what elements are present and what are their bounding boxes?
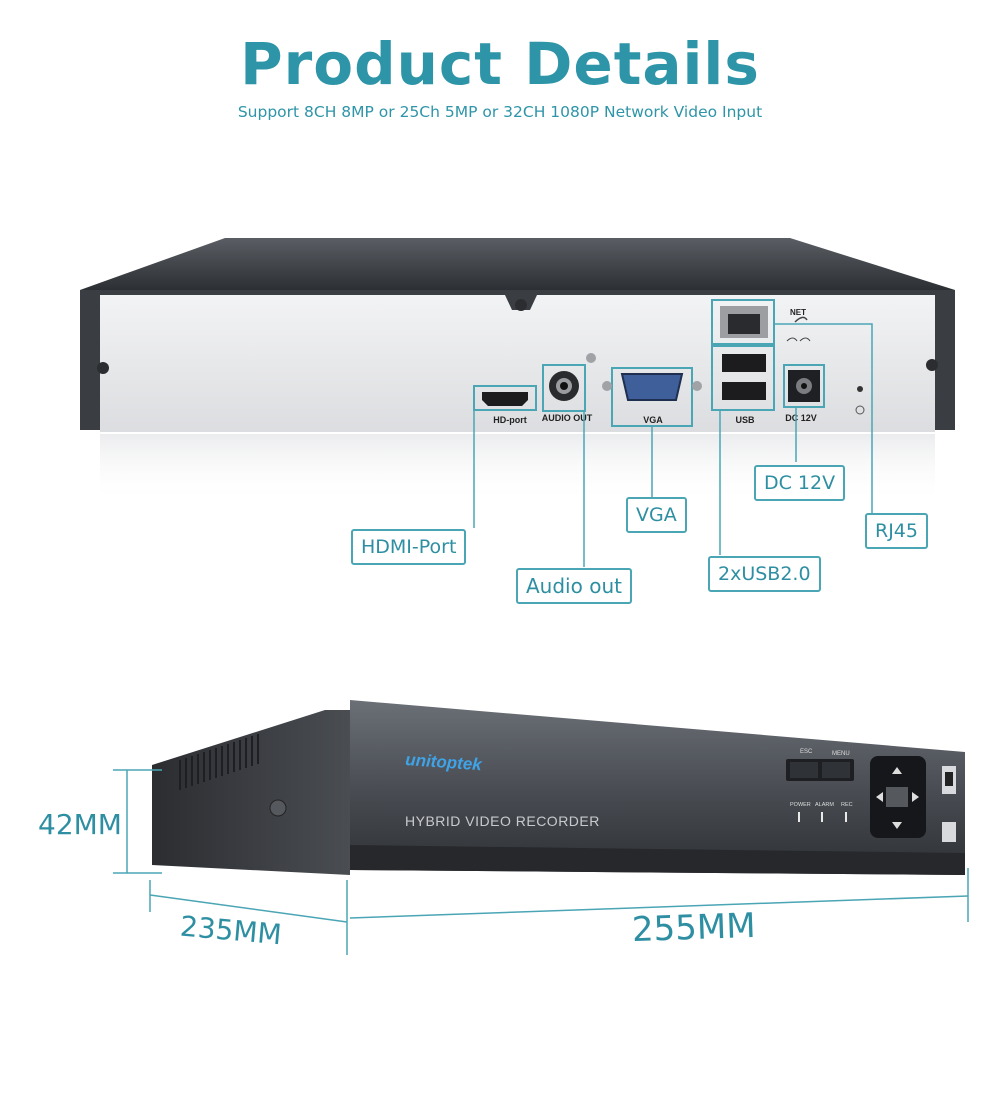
dc-port-highlight <box>783 364 825 408</box>
esc-label: ESC <box>800 749 813 755</box>
audio-out-label: AUDIO OUT <box>542 413 593 423</box>
screw-icon <box>515 299 527 311</box>
dimension-lines <box>113 769 969 955</box>
nvr-front-view: unitoptek HYBRID VIDEO RECORDER ESC MENU… <box>152 700 965 875</box>
arrow-up-icon[interactable] <box>892 767 902 774</box>
rear-panel <box>100 295 935 432</box>
model-text: HYBRID VIDEO RECORDER <box>405 813 600 829</box>
front-face <box>350 700 965 875</box>
screw-icon <box>586 353 596 363</box>
usb-port-highlight <box>711 345 775 411</box>
width-dimension-label: 255MM <box>631 905 757 951</box>
vga-port-icon <box>620 373 684 401</box>
arrow-right-icon[interactable] <box>912 792 919 802</box>
rear-top-lid <box>80 238 955 290</box>
callout-usb: 2xUSB2.0 <box>708 556 821 592</box>
net-label: NET <box>790 308 806 317</box>
hd-port-label: HD-port <box>493 415 527 425</box>
rec-led-label: REC <box>841 802 853 808</box>
arrow-down-icon[interactable] <box>892 822 902 829</box>
page-title: Product Details <box>240 30 760 98</box>
usb-label: USB <box>735 415 755 425</box>
alarm-led-label: ALARM <box>815 802 834 808</box>
dc-label: DC 12V <box>785 413 817 423</box>
vent-slots <box>179 734 259 790</box>
front-side-panel <box>152 710 350 875</box>
esc-button[interactable] <box>790 762 818 778</box>
nav-center-button[interactable] <box>886 787 908 807</box>
page-subtitle: Support 8CH 8MP or 25Ch 5MP or 32CH 1080… <box>237 103 763 121</box>
arrow-left-icon[interactable] <box>876 792 883 802</box>
audio-port-highlight <box>542 364 586 412</box>
callout-dc-12v: DC 12V <box>754 465 846 501</box>
screw-icon <box>926 359 938 371</box>
vga-label: VGA <box>643 415 663 425</box>
callout-rj45: RJ45 <box>865 513 928 549</box>
height-dimension-label: 42MM <box>38 808 122 841</box>
ground-icon <box>855 405 865 415</box>
power-led-label: POWER <box>790 802 811 808</box>
menu-label: MENU <box>832 751 850 757</box>
screw-icon <box>97 362 109 374</box>
usb-port-icon <box>722 354 766 372</box>
callout-hdmi-port: HDMI-Port <box>351 529 467 565</box>
screw-icon <box>269 799 287 817</box>
rj45-port-highlight <box>711 299 775 345</box>
callout-audio-out: Audio out <box>516 568 632 604</box>
hdmi-port-icon <box>482 392 528 406</box>
menu-button[interactable] <box>822 762 850 778</box>
usb-port-icon <box>722 382 766 400</box>
front-switch <box>942 822 956 842</box>
hdmi-port-highlight <box>473 385 537 411</box>
callout-connectors <box>473 323 873 567</box>
callout-vga: VGA <box>626 497 687 533</box>
